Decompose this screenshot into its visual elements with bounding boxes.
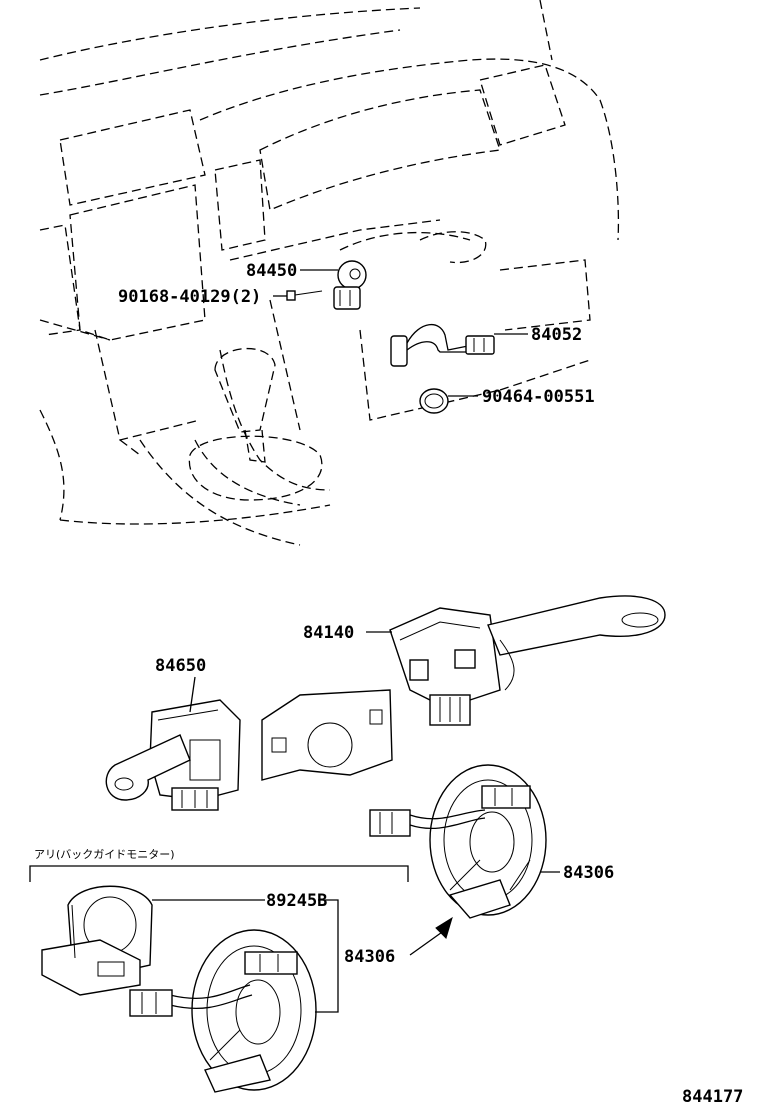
option-bracket (29, 865, 409, 882)
shift-lever (188, 347, 323, 501)
dashboard-outline (39, 0, 620, 546)
label-84650: 84650 (155, 656, 206, 676)
steering-sensor-part (41, 885, 153, 996)
label-90464-00551: 90464-00551 (482, 387, 595, 407)
switch-bracket-part (261, 689, 393, 781)
combination-switch-part (389, 595, 666, 726)
clamp-part (419, 388, 449, 414)
wiper-switch-part (105, 699, 241, 811)
option-note: アリ(バックガイドモニター) (34, 848, 175, 861)
wire-harness-part (390, 324, 495, 367)
label-84306-left: 84306 (344, 947, 395, 967)
label-84052: 84052 (531, 325, 582, 345)
ignition-switch-part (333, 260, 367, 310)
label-90168-40129: 90168-40129(2) (118, 287, 261, 307)
label-84140: 84140 (303, 623, 354, 643)
figure-code: 844177 (682, 1087, 743, 1107)
screw-part (286, 290, 323, 301)
label-84450: 84450 (246, 261, 297, 281)
label-89245B: 89245B (266, 891, 327, 911)
spiral-cable-part-left (129, 929, 317, 1093)
label-84306-right: 84306 (563, 863, 614, 883)
spiral-cable-part-right (369, 764, 547, 919)
